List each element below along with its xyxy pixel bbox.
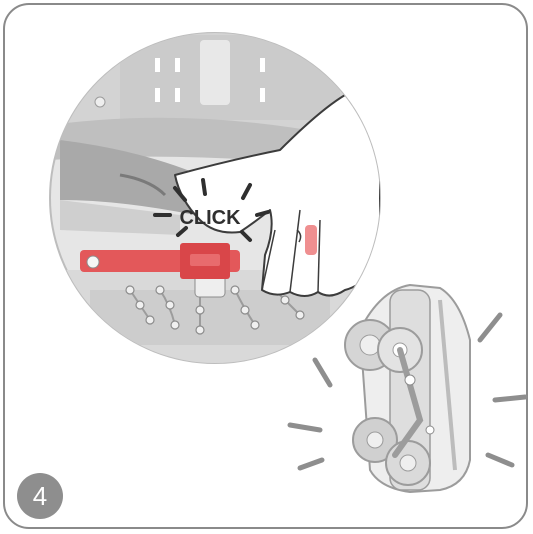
click-label: CLICK xyxy=(179,207,241,229)
folded-stroller xyxy=(345,285,470,492)
step-number-badge: 4 xyxy=(17,473,63,519)
